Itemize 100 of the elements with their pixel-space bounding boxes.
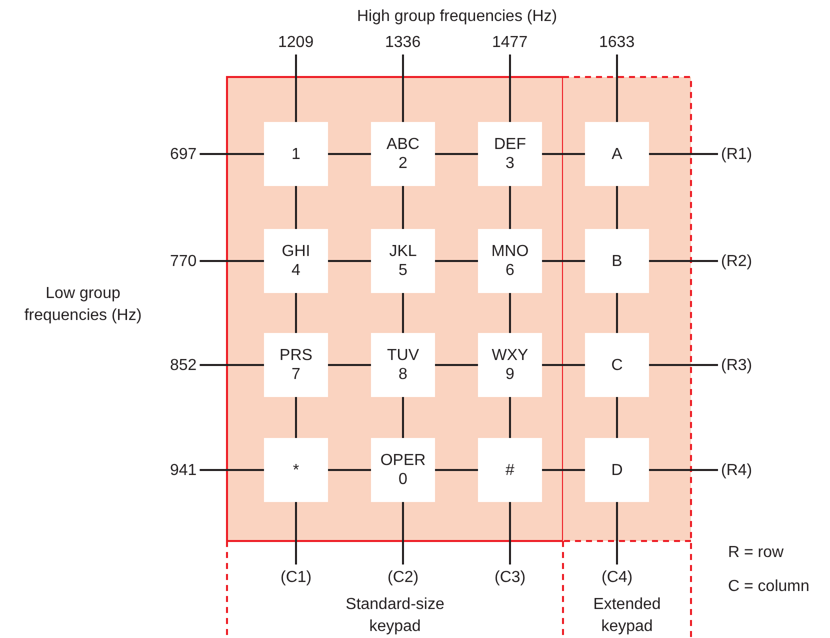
column-line bbox=[402, 502, 404, 564]
key-symbol: 3 bbox=[506, 154, 514, 173]
axis-title: High group frequencies (Hz) bbox=[357, 6, 558, 26]
column-line bbox=[402, 54, 404, 122]
row-line bbox=[328, 260, 371, 262]
key-letters: JKL bbox=[389, 242, 417, 261]
row-line bbox=[435, 153, 478, 155]
frequency-label: 1477 bbox=[492, 32, 528, 52]
row-label: (R2) bbox=[721, 252, 752, 270]
column-line bbox=[616, 397, 618, 438]
key-symbol: 0 bbox=[398, 470, 408, 489]
row-line bbox=[435, 469, 478, 471]
row-label: (R4) bbox=[721, 460, 752, 480]
row-line bbox=[435, 260, 478, 262]
keypad-key bbox=[371, 229, 435, 293]
key-letters: ABC bbox=[386, 135, 420, 154]
column-label: (C2) bbox=[388, 568, 419, 586]
row-line bbox=[542, 260, 585, 262]
column-line bbox=[616, 54, 618, 122]
row-line bbox=[328, 364, 371, 366]
column-label: (C1) bbox=[280, 568, 312, 586]
column-line bbox=[509, 186, 511, 229]
region-title: Extended keypad bbox=[592, 595, 662, 637]
key-letters: DEF bbox=[494, 135, 526, 154]
row-label: (R1) bbox=[721, 144, 752, 164]
column-line bbox=[402, 186, 404, 229]
keypad-key bbox=[371, 438, 435, 502]
keypad-key bbox=[264, 333, 328, 397]
row-line bbox=[200, 260, 264, 262]
keypad-key bbox=[478, 438, 542, 502]
row-line bbox=[435, 364, 478, 366]
key-letters: OPER bbox=[380, 451, 426, 470]
row-line bbox=[542, 364, 585, 366]
row-line bbox=[328, 469, 371, 471]
frequency-label: 1633 bbox=[599, 32, 635, 52]
keypad-key bbox=[264, 438, 328, 502]
keypad-key bbox=[585, 229, 649, 293]
key-symbol: 4 bbox=[292, 261, 300, 280]
legend-note: C = column bbox=[728, 576, 810, 596]
column-line bbox=[295, 502, 297, 564]
key-symbol: D bbox=[611, 460, 623, 480]
row-label: (R3) bbox=[721, 356, 752, 374]
frequency-label: 1336 bbox=[385, 32, 421, 52]
frequency-label: 852 bbox=[170, 356, 197, 374]
column-label: (C4) bbox=[602, 568, 633, 586]
column-line bbox=[295, 397, 297, 438]
key-symbol: 6 bbox=[506, 261, 514, 280]
row-line bbox=[649, 469, 718, 471]
keypad-key bbox=[478, 122, 542, 186]
row-line bbox=[542, 153, 585, 155]
keypad-key bbox=[478, 229, 542, 293]
row-line bbox=[328, 153, 371, 155]
column-line bbox=[509, 397, 511, 438]
key-letters: MNO bbox=[491, 242, 529, 261]
keypad-key bbox=[585, 122, 649, 186]
keypad-key bbox=[478, 333, 542, 397]
column-line bbox=[616, 293, 618, 333]
column-line bbox=[295, 186, 297, 229]
key-symbol: C bbox=[611, 356, 623, 374]
frequency-label: 1209 bbox=[278, 32, 314, 52]
key-symbol: # bbox=[506, 460, 514, 480]
frequency-label: 697 bbox=[170, 144, 197, 164]
row-line bbox=[542, 469, 585, 471]
key-letters: TUV bbox=[387, 346, 419, 365]
key-symbol: 5 bbox=[398, 261, 408, 280]
column-line bbox=[509, 293, 511, 333]
key-symbol: 2 bbox=[398, 154, 408, 173]
column-line bbox=[295, 293, 297, 333]
column-line bbox=[509, 502, 511, 564]
row-line bbox=[649, 153, 718, 155]
key-letters: PRS bbox=[280, 346, 312, 365]
key-letters: WXY bbox=[492, 346, 528, 365]
keypad-key bbox=[264, 122, 328, 186]
row-line bbox=[200, 153, 264, 155]
keypad-key bbox=[371, 122, 435, 186]
key-symbol: 7 bbox=[292, 365, 300, 384]
key-symbol: B bbox=[612, 252, 622, 270]
column-line bbox=[402, 293, 404, 333]
keypad-key bbox=[264, 229, 328, 293]
column-line bbox=[295, 54, 297, 122]
key-symbol: 8 bbox=[398, 365, 408, 384]
column-line bbox=[402, 397, 404, 438]
row-line bbox=[649, 260, 718, 262]
column-line bbox=[509, 54, 511, 122]
keypad-key bbox=[585, 438, 649, 502]
key-symbol: A bbox=[612, 144, 622, 164]
row-line bbox=[649, 364, 718, 366]
legend-note: R = row bbox=[728, 542, 784, 562]
frequency-label: 941 bbox=[170, 460, 197, 480]
key-symbol: 1 bbox=[292, 144, 300, 164]
row-line bbox=[200, 469, 264, 471]
column-line bbox=[616, 186, 618, 229]
axis-title: Low group frequencies (Hz) bbox=[23, 284, 143, 326]
keypad-key bbox=[585, 333, 649, 397]
key-symbol: 9 bbox=[506, 365, 514, 384]
key-symbol: * bbox=[292, 460, 300, 480]
column-label: (C3) bbox=[494, 568, 526, 586]
keypad-key bbox=[371, 333, 435, 397]
key-letters: GHI bbox=[282, 242, 310, 261]
column-line bbox=[616, 502, 618, 564]
